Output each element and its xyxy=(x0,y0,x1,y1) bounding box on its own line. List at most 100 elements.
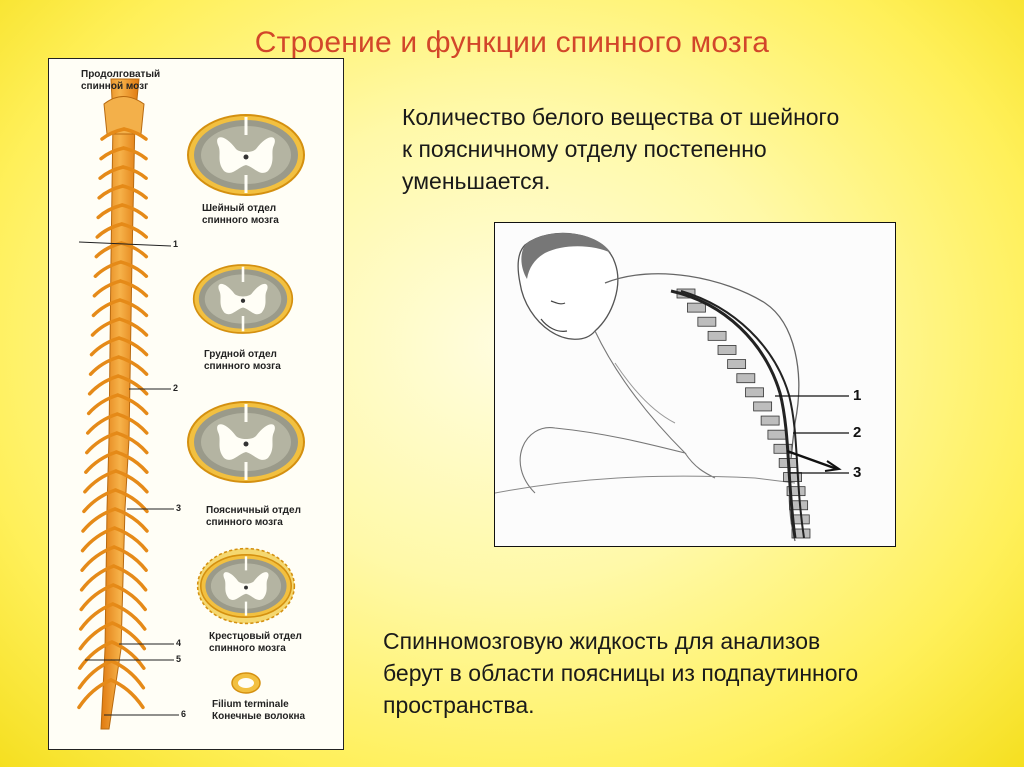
marker-3: 3 xyxy=(176,503,182,513)
nerve-root xyxy=(89,336,121,357)
marker-2: 2 xyxy=(853,424,862,441)
nerve-root xyxy=(99,146,126,161)
label-line: спинного мозга xyxy=(204,361,281,372)
filum-label: Filium terminale Конечные волокна xyxy=(212,699,305,723)
nerve-root xyxy=(115,412,149,435)
text-line: пространства. xyxy=(383,692,535,718)
nerve-root xyxy=(118,298,149,318)
slide-title: Строение и функции спинного мозга xyxy=(254,26,770,59)
sacral-label: Крестцовый отдел спинного мозга xyxy=(209,631,302,655)
nerve-root xyxy=(115,431,149,455)
nerve-root xyxy=(96,203,124,220)
vertebra xyxy=(717,345,737,355)
nerve-root xyxy=(88,355,121,376)
nerve-root xyxy=(113,507,149,533)
nerve-root xyxy=(87,374,120,396)
lumbar-puncture-figure: 1 2 3 xyxy=(494,222,896,547)
spinal-cord-figure: Продолговатый спинной мозг Шейный отдел … xyxy=(48,58,344,750)
vertebra xyxy=(697,316,717,327)
nerve-root xyxy=(109,659,146,690)
nerve-root xyxy=(90,317,122,337)
cervical-label: Шейный отдел спинного мозга xyxy=(202,203,279,227)
nerve-root xyxy=(121,165,148,180)
vertebra xyxy=(707,330,727,341)
label-line: Конечные волокна xyxy=(212,711,306,722)
nerve-root xyxy=(84,450,119,474)
nerve-root xyxy=(79,602,115,631)
nerve-root xyxy=(80,545,116,572)
marker-5: 5 xyxy=(176,654,182,664)
text-line: уменьшается. xyxy=(402,168,551,194)
nerve-root xyxy=(111,602,147,631)
nerve-root xyxy=(77,659,114,690)
label-line: спинной мозг xyxy=(81,81,149,92)
nerve-root xyxy=(114,450,149,474)
lumbar-label: Поясничный отдел спинного мозга xyxy=(206,505,301,529)
nerve-root xyxy=(122,127,148,141)
vertebra xyxy=(789,500,809,511)
nerve-root xyxy=(121,146,148,161)
nerve-root xyxy=(114,469,149,494)
label-line: спинного мозга xyxy=(202,215,279,226)
nerve-root xyxy=(97,184,125,200)
nerve-root xyxy=(86,412,119,435)
nerve-root xyxy=(115,393,149,416)
nerve-root xyxy=(91,298,122,318)
nerve-root xyxy=(95,222,124,239)
nerve-root xyxy=(110,621,147,651)
nerve-root xyxy=(117,317,149,337)
nerve-root xyxy=(116,374,149,396)
label-line: Грудной отдел xyxy=(204,349,277,360)
nerve-root xyxy=(112,526,149,553)
nerve-root xyxy=(120,184,148,200)
marker-3: 3 xyxy=(853,464,862,481)
label-line: спинного мозга xyxy=(209,643,286,654)
nerve-root xyxy=(77,678,113,710)
text-line: берут в области поясницы из подпаутинног… xyxy=(383,660,859,686)
label-line: спинного мозга xyxy=(206,517,283,528)
marker-1: 1 xyxy=(173,239,179,249)
thoracic-label: Грудной отдел спинного мозга xyxy=(204,349,281,373)
vertebra xyxy=(767,429,787,440)
nerve-root xyxy=(109,678,145,710)
text-line: к поясничному отделу постепенно xyxy=(402,136,767,162)
lumbar-puncture-illustration xyxy=(495,232,849,542)
nerve-root xyxy=(120,203,148,220)
marker-6: 6 xyxy=(181,709,187,719)
nerve-root xyxy=(119,260,149,278)
vertebra xyxy=(687,302,706,313)
vertebra xyxy=(745,387,764,398)
vertebra xyxy=(791,528,811,539)
label-line: Шейный отдел xyxy=(202,203,277,214)
nerve-root xyxy=(93,260,123,278)
nerve-root xyxy=(116,355,149,376)
marker-2: 2 xyxy=(173,383,179,393)
vertebra xyxy=(773,443,793,454)
nerve-root xyxy=(120,222,148,239)
nerve-root xyxy=(112,545,148,572)
label-line: Filium terminale xyxy=(212,699,289,710)
vertebra xyxy=(786,486,806,497)
marker-4: 4 xyxy=(176,638,182,648)
nerve-root xyxy=(92,279,123,298)
nerve-root xyxy=(82,488,118,514)
vertebra xyxy=(736,373,756,384)
nerve-root xyxy=(86,393,120,416)
label-line: Крестцовый отдел xyxy=(209,631,302,642)
label-line: Продолговатый xyxy=(81,69,161,80)
nerve-root xyxy=(111,583,147,612)
nerve-root xyxy=(81,507,117,533)
nerve-root xyxy=(78,621,115,651)
vertebra xyxy=(727,359,747,369)
nerve-root xyxy=(85,431,119,455)
spinal-cord-illustration xyxy=(77,78,306,730)
nerve-root xyxy=(117,336,149,357)
nerve-root xyxy=(78,640,114,670)
vertebra xyxy=(753,401,773,412)
text-line: Спинномозговую жидкость для анализов xyxy=(383,628,821,654)
nerve-root xyxy=(111,564,148,592)
medulla-label: Продолговатый спинной мозг xyxy=(81,69,160,93)
vertebra xyxy=(760,415,780,426)
nerve-root xyxy=(110,640,146,670)
csf-text: Спинномозговую жидкость для анализов бер… xyxy=(383,625,1003,721)
